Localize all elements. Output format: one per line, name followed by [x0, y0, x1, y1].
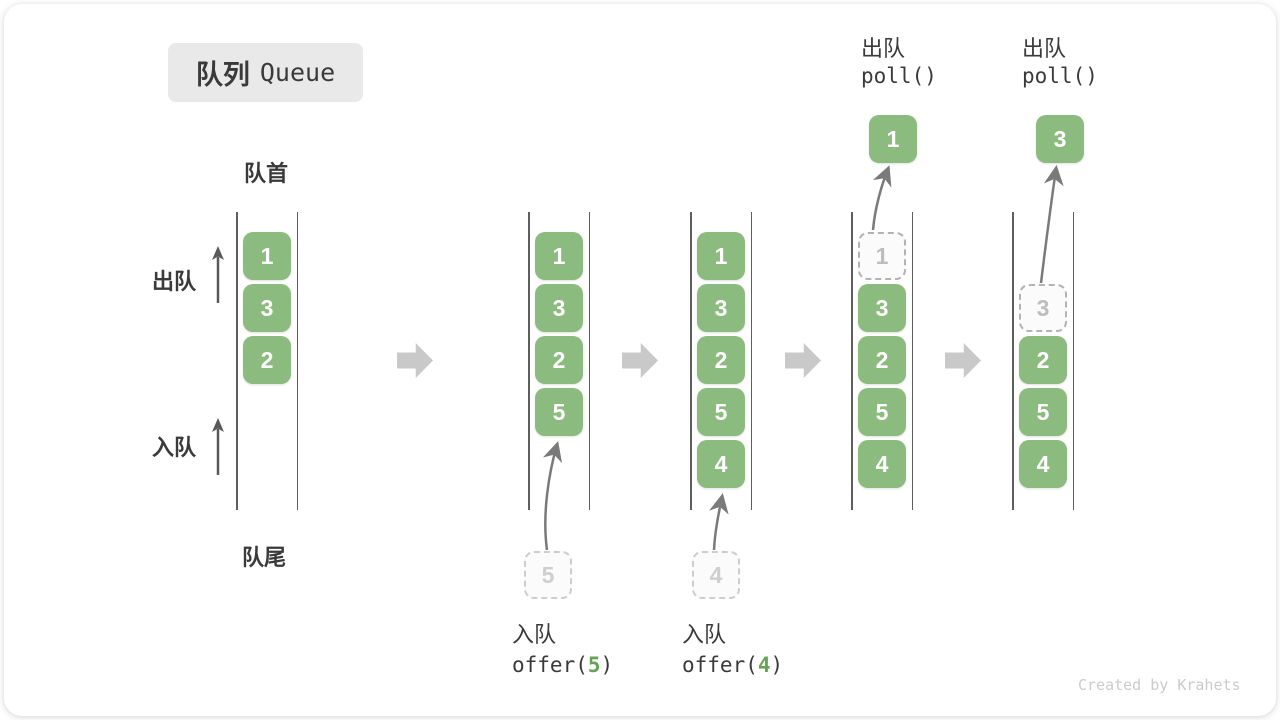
dequeue-op-code: poll() — [861, 64, 937, 88]
queue-item: 1 — [243, 232, 291, 280]
code-close: ) — [770, 653, 784, 677]
title-en: Queue — [259, 58, 336, 87]
dequeue-arrow-icon — [871, 165, 892, 231]
queue-item-removed: 1 — [858, 232, 906, 280]
pending-item: 5 — [524, 551, 572, 599]
code-arg: 5 — [587, 653, 601, 677]
enqueue-op-label: 入队 — [682, 622, 727, 647]
enqueue-op-label: 入队 — [512, 622, 557, 647]
queue-state-3: 1 3 2 5 4 — [690, 212, 752, 510]
queue-state-2: 1 3 2 5 — [528, 212, 590, 510]
queue-wall — [1072, 212, 1074, 510]
code-fn: offer( — [682, 653, 758, 677]
queue-item: 5 — [535, 388, 583, 436]
queue-wall — [911, 212, 913, 510]
queue-state-1: 1 3 2 — [236, 212, 298, 510]
pending-item: 4 — [692, 551, 740, 599]
label-enqueue-side: 入队 — [152, 435, 197, 460]
dequeue-op-code: poll() — [1022, 64, 1098, 88]
queue-wall — [296, 212, 298, 510]
queue-wall — [588, 212, 590, 510]
polled-item: 3 — [1036, 115, 1084, 163]
queue-item: 2 — [697, 336, 745, 384]
queue-state-5: 3 2 5 4 — [1012, 212, 1074, 510]
queue-item-removed: 3 — [1019, 284, 1067, 332]
queue-wall — [528, 212, 530, 510]
queue-item: 5 — [697, 388, 745, 436]
dequeue-op-label: 出队 — [861, 36, 906, 61]
enqueue-arrow-icon — [542, 441, 563, 551]
dequeue-arrow-icon — [1039, 165, 1064, 284]
queue-item: 5 — [858, 388, 906, 436]
queue-item: 4 — [1019, 440, 1067, 488]
queue-item: 4 — [697, 440, 745, 488]
queue-item: 2 — [1019, 336, 1067, 384]
label-dequeue-side: 出队 — [152, 269, 197, 294]
up-arrow-icon — [212, 246, 224, 303]
title-badge: 队列 Queue — [168, 43, 363, 102]
queue-item: 2 — [535, 336, 583, 384]
queue-wall — [1012, 212, 1014, 510]
credit-text: Created by Krahets — [1078, 676, 1241, 694]
queue-item: 1 — [535, 232, 583, 280]
polled-item: 1 — [869, 115, 917, 163]
enqueue-arrow-icon — [709, 493, 729, 551]
title-zh: 队列 — [195, 60, 250, 90]
dequeue-op-label: 出队 — [1022, 36, 1067, 61]
enqueue-op-code: offer(4) — [682, 653, 783, 677]
enqueue-op-code: offer(5) — [512, 653, 613, 677]
label-queue-front: 队首 — [244, 161, 289, 186]
label-queue-rear: 队尾 — [242, 545, 287, 570]
queue-item: 2 — [243, 336, 291, 384]
code-arg: 4 — [757, 653, 771, 677]
queue-item: 1 — [697, 232, 745, 280]
code-fn: offer( — [512, 653, 588, 677]
queue-item: 3 — [697, 284, 745, 332]
code-close: ) — [600, 653, 614, 677]
queue-item: 3 — [535, 284, 583, 332]
queue-item: 2 — [858, 336, 906, 384]
queue-wall — [690, 212, 692, 510]
queue-item: 3 — [858, 284, 906, 332]
queue-item: 4 — [858, 440, 906, 488]
up-arrow-icon — [212, 418, 224, 475]
queue-state-4: 1 3 2 5 4 — [851, 212, 913, 510]
queue-wall — [236, 212, 238, 510]
queue-item: 3 — [243, 284, 291, 332]
queue-wall — [750, 212, 752, 510]
queue-item: 5 — [1019, 388, 1067, 436]
queue-wall — [851, 212, 853, 510]
